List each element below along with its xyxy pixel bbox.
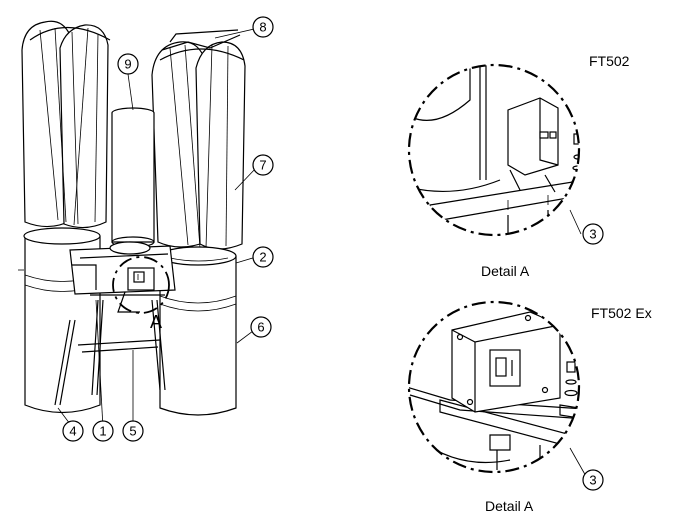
callout-1: 1 [92, 420, 114, 442]
callout-5: 5 [122, 420, 144, 442]
callout-3-bottom: 3 [582, 469, 604, 491]
detail-bottom-model-label: FT502 Ex [591, 305, 652, 321]
detail-a-ft502: FT502 Detail A [407, 53, 630, 279]
callouts: 8 9 7 2 6 4 1 5 3 3 [57, 16, 604, 491]
filter-bag-left [21, 20, 111, 229]
detail-top-caption: Detail A [481, 263, 530, 279]
detail-bottom-caption: Detail A [485, 498, 534, 514]
svg-text:3: 3 [589, 473, 596, 488]
dust-collector-assembly: A [18, 20, 246, 416]
filter-cartridge-center [111, 107, 155, 248]
lifting-handle [169, 29, 239, 43]
callout-3-top: 3 [582, 223, 604, 245]
blower-housing [69, 241, 176, 295]
svg-text:4: 4 [69, 424, 76, 439]
callout-6: 6 [250, 316, 272, 338]
callout-8: 8 [252, 16, 274, 38]
section-marker-a: A [150, 312, 162, 332]
svg-text:3: 3 [589, 227, 596, 242]
filter-bag-right [151, 34, 246, 250]
callout-2: 2 [252, 246, 274, 268]
detail-top-model-label: FT502 [589, 53, 630, 69]
callout-4: 4 [62, 420, 84, 442]
motor-switch-box [117, 267, 155, 313]
svg-text:8: 8 [259, 20, 266, 35]
svg-text:9: 9 [124, 57, 131, 72]
callout-9: 9 [117, 53, 139, 75]
collection-drum-right [159, 246, 237, 416]
svg-text:1: 1 [99, 424, 106, 439]
svg-text:2: 2 [259, 250, 266, 265]
callout-7: 7 [252, 154, 274, 176]
svg-text:6: 6 [257, 320, 264, 335]
svg-text:7: 7 [259, 158, 266, 173]
detail-a-ft502-ex: FT502 Ex Detail A [407, 300, 652, 514]
svg-text:5: 5 [129, 424, 136, 439]
detail-a-marker-circle [112, 256, 170, 314]
